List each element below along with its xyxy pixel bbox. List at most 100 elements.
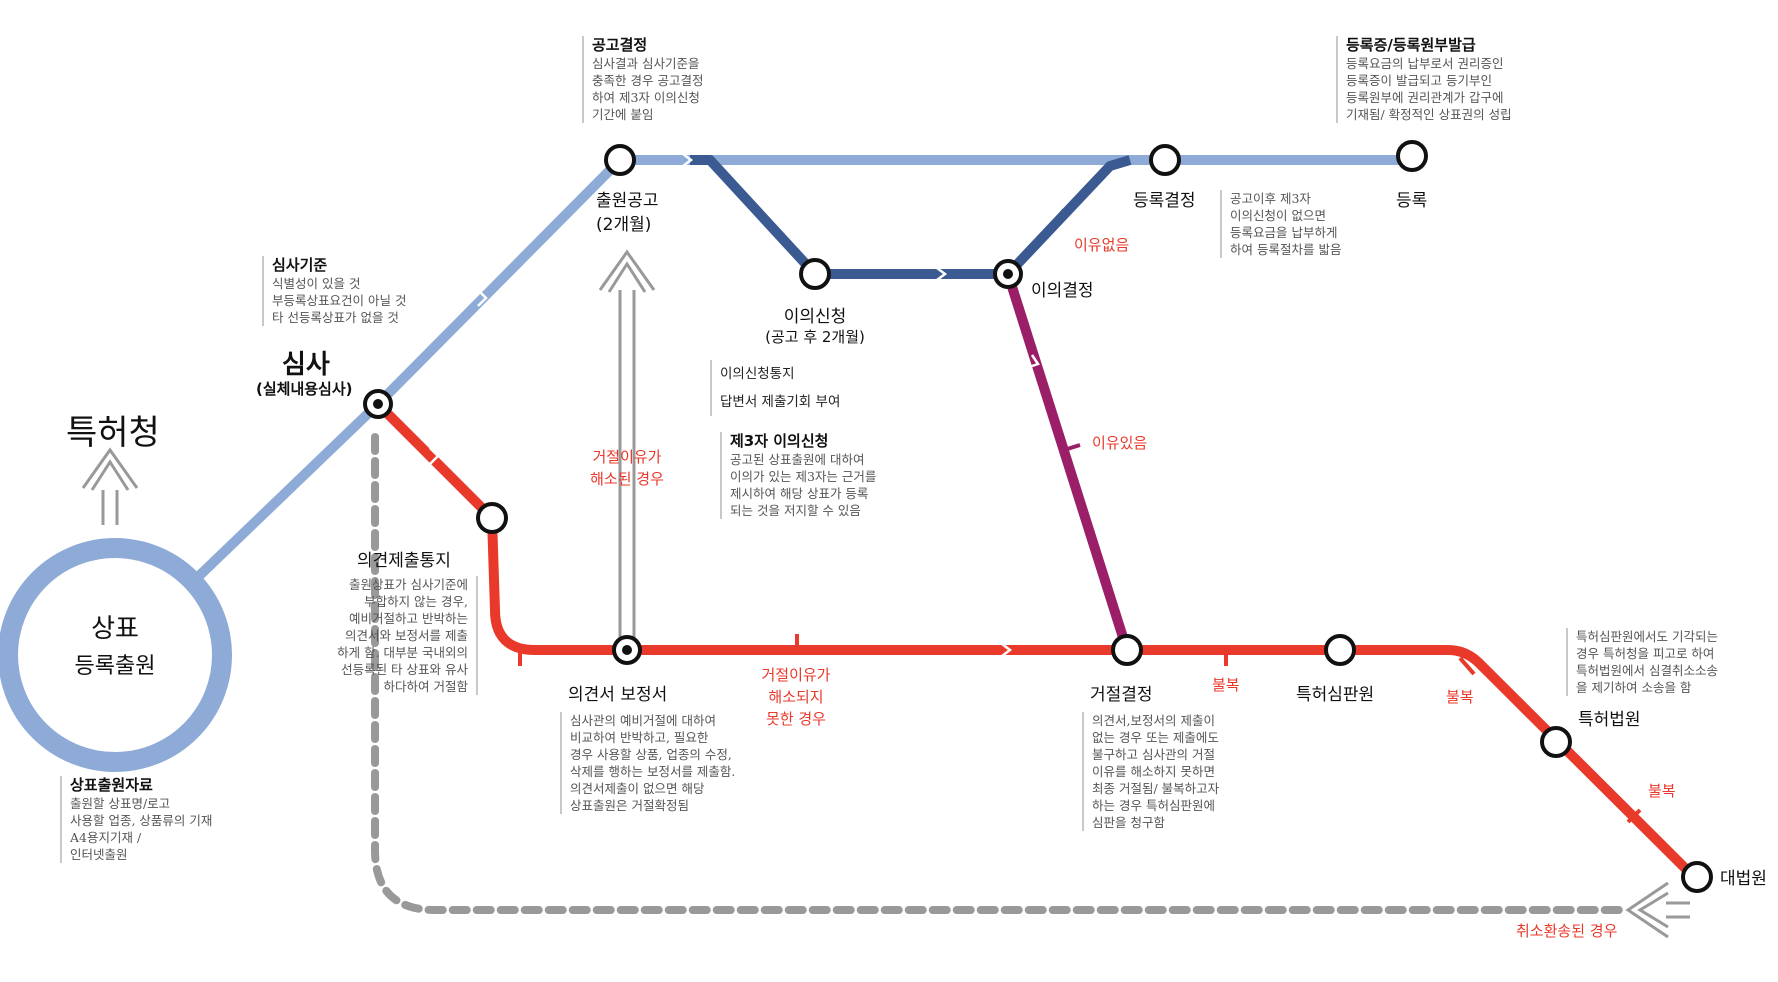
appeal-label-1: 불복 xyxy=(1212,676,1240,694)
note-line: 출원상표가 심사기준에 xyxy=(349,577,468,592)
note-criteria-title: 심사기준 xyxy=(272,256,328,274)
note-line: 이유를 해소하지 못하면 xyxy=(1092,764,1215,779)
pub-label-2: (2개월) xyxy=(596,215,652,235)
note-line: 부합하지 않는 경우, xyxy=(364,594,468,609)
note-line: 하다하여 거절함 xyxy=(383,679,468,694)
note-line: 이의가 있는 제3자는 근거를 xyxy=(730,469,877,484)
direction-chevrons xyxy=(429,153,1040,657)
note-line: 특허심판원에서도 기각되는 xyxy=(1576,629,1718,644)
note-line: 답변서 제출기회 부여 xyxy=(720,394,841,410)
note-line: 기간에 붙임 xyxy=(592,107,654,122)
origin-label-1: 상표 xyxy=(91,614,139,644)
note-certificate-title: 등록증/등록원부발급 xyxy=(1346,36,1476,54)
note-publication: 공고결정 심사결과 심사기준을 충족한 경우 공고결정 하여 제3자 이의신청 … xyxy=(582,36,703,123)
note-line: 부등록상표요건이 아닐 것 xyxy=(272,293,407,308)
resolved-arrow xyxy=(598,249,656,650)
has-reason-label: 이유있음 xyxy=(1092,434,1148,452)
unresolved-label-2: 해소되지 xyxy=(768,688,824,706)
station-publication xyxy=(604,144,636,176)
note-line: 삭제를 행하는 보정서를 제출함. xyxy=(570,764,736,779)
no-reason-label: 이유없음 xyxy=(1074,236,1130,254)
rejection-label: 거절결정 xyxy=(1090,685,1153,705)
office-arrow xyxy=(81,447,139,525)
note-line: 등록원부에 권리관계가 갑구에 xyxy=(1346,90,1504,105)
station-court xyxy=(1540,726,1572,758)
origin-label-2: 등록출원 xyxy=(74,654,156,679)
blue-main-line xyxy=(196,155,1412,579)
note-criteria: 심사기준 식별성이 있을 것 부등록상표요건이 아닐 것 타 선등록상표가 없을… xyxy=(262,256,406,326)
note-application-title: 상표출원자료 xyxy=(70,776,153,794)
appeal-label-2: 불복 xyxy=(1446,688,1474,706)
note-line: 이의신청통지 xyxy=(720,366,795,382)
station-supreme xyxy=(1681,861,1713,893)
note-certificate: 등록증/등록원부발급 등록요금의 납부로서 권리증인 등록증이 발급되고 등기부… xyxy=(1336,36,1512,123)
note-publication-title: 공고결정 xyxy=(592,36,648,54)
court-label: 특허법원 xyxy=(1578,710,1641,730)
note-line: 경우 특허청을 피고로 하여 xyxy=(1576,646,1715,661)
opp-decision-label: 이의결정 xyxy=(1031,281,1094,301)
note-application: 상표출원자료 출원할 상표명/로고 사용할 업종, 상품류의 기재 A4용지기재… xyxy=(60,776,212,863)
note-line: 을 제기하여 소송을 함 xyxy=(1576,680,1692,695)
note-line: 제시하여 해당 상표가 등록 xyxy=(730,486,869,501)
note-opinion-doc: 심사관의 예비거절에 대하여 비교하여 반박하고, 필요한 경우 사용할 상품,… xyxy=(560,712,735,814)
station-rejection xyxy=(1111,634,1143,666)
note-rejection: 의견서,보정서의 제출이 없는 경우 또는 제출에도 불구하고 심사관의 거절 … xyxy=(1082,712,1219,831)
station-reg-decision xyxy=(1149,144,1181,176)
note-line: 공고이후 제3자 xyxy=(1230,191,1311,206)
note-line: 사용할 업종, 상품류의 기재 xyxy=(70,813,213,828)
resolved-label-1: 거절이유가 xyxy=(592,448,662,466)
appeal-label-3: 불복 xyxy=(1648,782,1676,800)
note-line: 식별성이 있을 것 xyxy=(272,276,361,291)
note-line: 선등록된 타 상표와 유사 xyxy=(341,662,468,677)
opp-label-1: 이의신청 xyxy=(783,307,847,327)
note-line: 심사관의 예비거절에 대하여 xyxy=(570,713,716,728)
note-opp-notice: 이의신청통지 답변서 제출기회 부여 xyxy=(710,360,840,416)
resolved-label-2: 해소된 경우 xyxy=(590,470,664,488)
station-tribunal xyxy=(1324,634,1356,666)
tribunal-label: 특허심판원 xyxy=(1296,685,1375,705)
opposition-branch xyxy=(690,155,1132,279)
note-line: 하여 제3자 이의신청 xyxy=(592,90,700,105)
remand-label: 취소환송된 경우 xyxy=(1516,922,1618,940)
note-line: 비교하여 반박하고, 필요한 xyxy=(570,730,709,745)
station-opposition xyxy=(799,258,831,290)
note-third-party-title: 제3자 이의신청 xyxy=(730,432,829,450)
note-line: 타 선등록상표가 없을 것 xyxy=(272,310,399,325)
note-line: 특허법원에서 심결취소소송 xyxy=(1576,663,1718,678)
note-line: 상표출원은 거절확정됨 xyxy=(570,798,689,813)
note-line: 의견서와 보정서를 제출 xyxy=(345,628,468,643)
note-line: 등록요금의 납부로서 권리증인 xyxy=(1346,56,1504,71)
opinion-doc-label: 의견서 보정서 xyxy=(568,685,668,705)
unresolved-label-1: 거절이유가 xyxy=(761,666,831,684)
station-dots xyxy=(373,269,1013,655)
note-line: 심사결과 심사기준을 xyxy=(592,56,700,71)
note-line: 불구하고 심사관의 거절 xyxy=(1092,747,1215,762)
note-line: 최종 거절됨/ 불복하고자 xyxy=(1092,781,1220,796)
stations xyxy=(363,140,1713,893)
unresolved-label-3: 못한 경우 xyxy=(766,710,826,728)
note-line: 하게 함. 대부분 국내외의 xyxy=(337,645,468,660)
station-registration xyxy=(1396,140,1428,172)
opp-label-2: (공고 후 2개월) xyxy=(765,328,865,346)
exam-sub: (실체내용심사) xyxy=(256,380,353,398)
note-after-pub: 공고이후 제3자 이의신청이 없으면 등록요금을 납부하게 하여 등록절차를 밟… xyxy=(1220,190,1341,258)
note-line: 경우 사용할 상품, 업종의 수정, xyxy=(570,747,732,762)
red-rejection-line xyxy=(374,400,1701,884)
note-line: A4용지기재 / xyxy=(70,830,142,845)
note-line: 충족한 경우 공고결정 xyxy=(592,73,704,88)
note-line: 되는 것을 저지할 수 있음 xyxy=(730,503,861,518)
note-line: 출원할 상표명/로고 xyxy=(70,796,171,811)
appeal-ticks xyxy=(518,208,1642,824)
note-line: 심판을 청구함 xyxy=(1092,815,1165,830)
note-opinion-notice: 출원상표가 심사기준에 부합하지 않는 경우, 예비거절하고 반박하는 의견서와… xyxy=(298,576,478,695)
origin-circle xyxy=(0,538,232,772)
note-line: 의견서,보정서의 제출이 xyxy=(1092,713,1215,728)
pub-label-1: 출원공고 xyxy=(596,191,659,211)
station-opinion-notice xyxy=(476,502,508,534)
note-line: 이의신청이 없으면 xyxy=(1230,208,1326,223)
note-line: 의견서제출이 없으면 해당 xyxy=(570,781,705,796)
note-line: 등록요금을 납부하게 xyxy=(1230,225,1338,240)
opinion-notice-label: 의견제출통지 xyxy=(357,551,451,571)
note-line: 인터넷출원 xyxy=(70,847,128,862)
